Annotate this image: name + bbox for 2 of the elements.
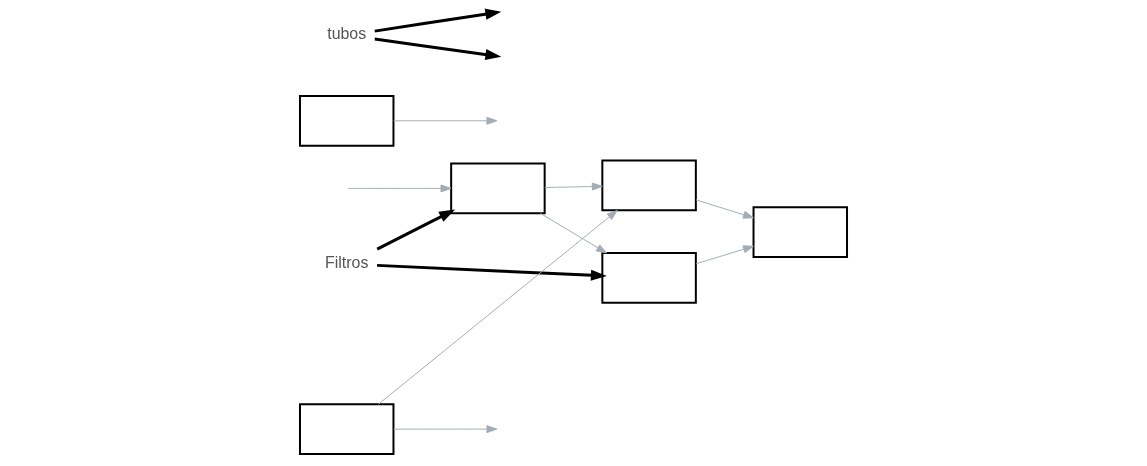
node-text: tubos: [327, 25, 367, 43]
node-text: Filtros: [325, 253, 369, 271]
